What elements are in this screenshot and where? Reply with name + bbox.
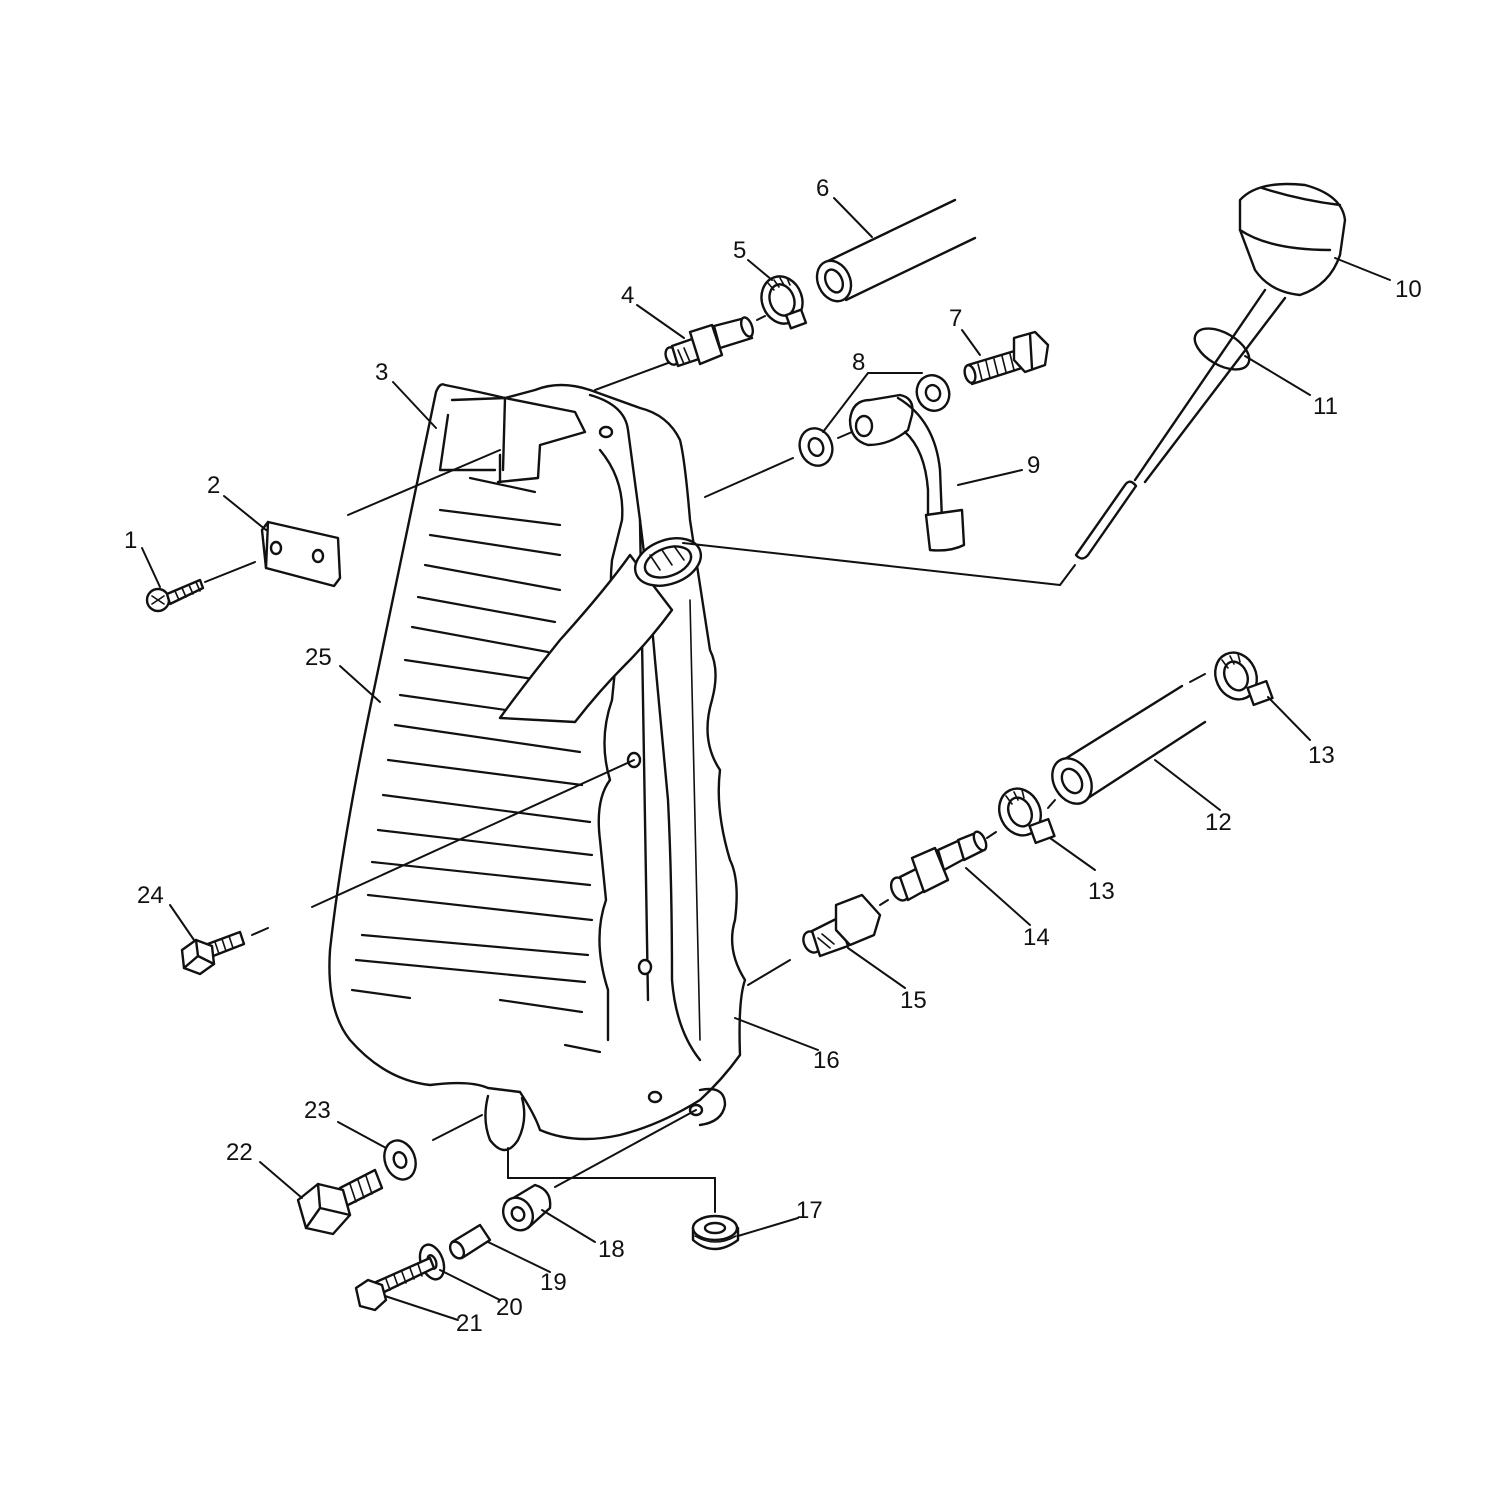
tank-ribs <box>350 476 602 1054</box>
oil-tank-body <box>328 383 747 1152</box>
part-9-banjo-line <box>848 393 966 552</box>
part-21-bolt <box>354 1256 436 1312</box>
callout-5: 5 <box>733 237 746 264</box>
part-2-bracket <box>260 520 342 588</box>
part-23-washer <box>383 1139 417 1181</box>
part-1-screw <box>145 578 205 613</box>
part-8-washer-top <box>915 374 951 412</box>
callout-17: 17 <box>796 1197 823 1224</box>
callout-22: 22 <box>226 1139 253 1166</box>
callout-9: 9 <box>1027 452 1040 479</box>
callout-15: 15 <box>900 987 927 1014</box>
callout-3: 3 <box>375 359 388 386</box>
part-6-hose <box>815 198 977 303</box>
callout-13-upper: 13 <box>1308 742 1335 769</box>
callout-8: 8 <box>852 349 865 376</box>
filler-neck <box>498 537 703 724</box>
callout-13-lower: 13 <box>1088 878 1115 905</box>
callout-20: 20 <box>496 1294 523 1321</box>
part-24-bolt <box>180 930 246 976</box>
callout-12: 12 <box>1205 809 1232 836</box>
part-18-spacer <box>501 1183 552 1232</box>
part-7-bolt <box>963 330 1050 386</box>
part-13-clamp-lower <box>998 787 1056 845</box>
part-15-switch <box>802 893 882 958</box>
part-10-dipstick-cap <box>1238 182 1347 297</box>
part-14-barbed-fitting <box>889 830 988 902</box>
callout-23: 23 <box>304 1097 331 1124</box>
callout-1: 1 <box>124 527 137 554</box>
leader-lines <box>141 197 1391 1321</box>
part-13-clamp-upper <box>1214 651 1274 707</box>
callout-6: 6 <box>816 175 829 202</box>
part-5-hose-clamp <box>760 275 808 330</box>
callout-11: 11 <box>1313 393 1338 420</box>
callout-19: 19 <box>540 1269 567 1296</box>
callout-labels: 1 2 3 4 5 6 7 8 9 10 11 12 13 13 14 15 1… <box>124 175 1422 1337</box>
part-19-sleeve <box>448 1223 492 1260</box>
assembly-lines <box>204 315 1206 1213</box>
callout-16: 16 <box>813 1047 840 1074</box>
part-8-washer-bottom <box>798 427 834 467</box>
callout-18: 18 <box>598 1236 625 1263</box>
dipstick-rod <box>1074 288 1287 560</box>
callout-10: 10 <box>1395 276 1422 303</box>
part-22-drain-bolt <box>296 1168 384 1236</box>
callout-7: 7 <box>949 305 962 332</box>
callout-24: 24 <box>137 882 164 909</box>
callout-2: 2 <box>207 472 220 499</box>
part-17-grommet <box>691 1214 740 1251</box>
callout-21: 21 <box>456 1310 483 1337</box>
callout-14: 14 <box>1023 924 1050 951</box>
part-12-hose <box>1051 684 1207 805</box>
part-4-fitting <box>664 316 755 368</box>
callout-25: 25 <box>305 644 332 671</box>
callout-4: 4 <box>621 282 634 309</box>
